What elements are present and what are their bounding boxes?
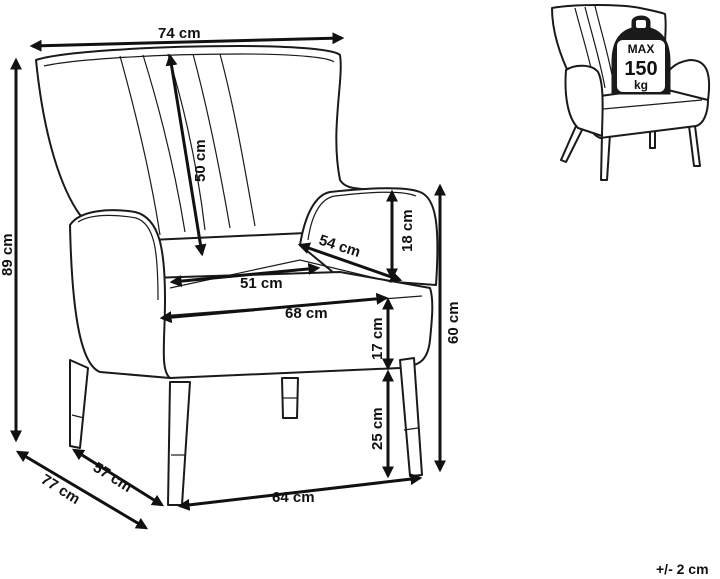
arrow-back-height <box>165 53 207 257</box>
arrow-width-top <box>29 32 345 52</box>
front-leg-left <box>69 359 89 449</box>
label-total-height: 89 cm <box>0 233 16 276</box>
arrow-base-width <box>177 473 423 511</box>
badge-weight: 150 <box>624 58 657 80</box>
left-arm <box>69 209 171 379</box>
arrow-seat-depth <box>297 242 403 283</box>
arrow-outer-width <box>159 292 389 324</box>
label-cushion: 17 cm <box>369 317 386 360</box>
tolerance-note: +/- 2 cm <box>656 561 709 577</box>
label-seat-height: 60 cm <box>445 301 462 344</box>
label-depth-seat: 57 cm <box>90 459 135 496</box>
reference-chair-thumbnail: MAX 150 kg <box>551 4 710 181</box>
label-outer-width: 68 cm <box>285 305 328 322</box>
badge-max: MAX <box>628 42 655 56</box>
arrow-depth-seat <box>71 448 165 507</box>
label-back-height: 50 cm <box>192 139 209 182</box>
dimension-lines <box>9 32 446 530</box>
label-leg: 25 cm <box>369 407 386 450</box>
thumbnail-left-arm <box>564 64 604 137</box>
badge-unit: kg <box>634 78 648 92</box>
label-width-top: 74 cm <box>158 25 201 42</box>
label-seat-width: 51 cm <box>240 275 283 292</box>
arrow-seat-width <box>169 262 321 288</box>
seat-cushion <box>147 271 434 379</box>
label-base-width: 64 cm <box>272 489 315 506</box>
front-leg-right <box>399 357 423 477</box>
max-weight-badge: MAX 150 kg <box>611 15 671 95</box>
front-leg-center <box>167 381 191 506</box>
label-arm-height: 18 cm <box>399 209 416 252</box>
